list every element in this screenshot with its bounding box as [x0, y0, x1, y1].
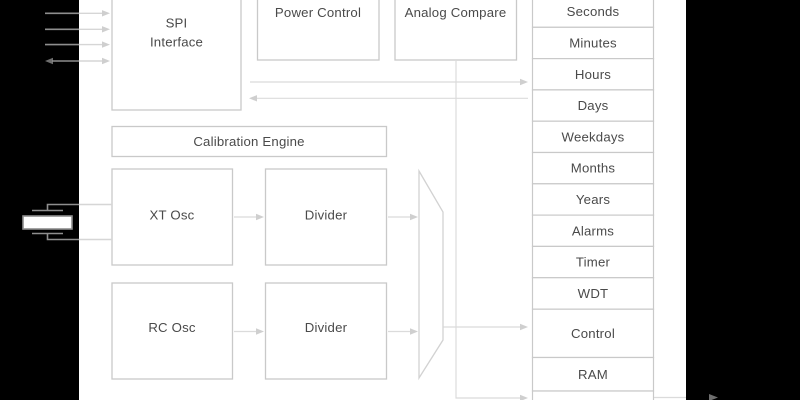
- spi-pin-arrows: [45, 10, 110, 65]
- register-label: RAM: [578, 367, 608, 382]
- clipped-output-arrow: [654, 394, 718, 400]
- connectors: [234, 60, 718, 400]
- analog-compare-label: Analog Compare: [405, 5, 507, 20]
- divider-top-label: Divider: [305, 208, 348, 223]
- calibration-engine-block: Calibration Engine: [111, 125, 388, 158]
- spi-interface-block: SPI Interface: [111, 0, 242, 111]
- bus-arrow-to-registers: [250, 78, 528, 86]
- calibration-engine-label: Calibration Engine: [193, 134, 304, 149]
- register-row-years: Years: [531, 183, 655, 216]
- register-label: Years: [576, 192, 610, 207]
- crystal-lead-bottom: [46, 233, 79, 241]
- register-label: Minutes: [569, 36, 617, 51]
- bus-arrow-to-spi: [249, 95, 528, 102]
- crystal-body: [22, 215, 73, 230]
- xt-osc-block: XT Osc: [111, 168, 234, 266]
- register-label: Alarms: [572, 223, 614, 238]
- spi-pin-arrow-1: [45, 10, 110, 17]
- power-control-label: Power Control: [275, 5, 361, 20]
- register-label: WDT: [578, 286, 609, 301]
- spi-pin-arrow-2: [45, 26, 110, 33]
- analog-compare-line: [455, 60, 528, 400]
- register-label: Days: [578, 98, 609, 113]
- xt-osc-to-divider-arrow: [234, 213, 264, 221]
- register-label: Hours: [575, 67, 611, 82]
- register-row-seconds: Seconds: [531, 0, 655, 28]
- spi-interface-box: [111, 0, 242, 111]
- register-row-control: Control: [531, 308, 655, 359]
- register-row-hours: Hours: [531, 57, 655, 91]
- divider-bottom-to-mux-arrow: [388, 328, 418, 335]
- register-stack: Seconds Minutes Hours Days Weekdays Mont…: [531, 0, 655, 400]
- analog-compare-block: Analog Compare: [394, 0, 518, 61]
- divider-top-to-mux-arrow: [388, 213, 418, 221]
- register-row-clipped: [531, 390, 655, 400]
- register-row-months: Months: [531, 151, 655, 185]
- spi-pin-arrow-4: [45, 57, 110, 65]
- calibration-engine-box: [111, 125, 388, 158]
- register-label: Weekdays: [562, 129, 625, 144]
- crystal-lead-top: [46, 203, 79, 211]
- divider-bottom-block: Divider: [264, 282, 388, 380]
- power-control-box: [256, 0, 380, 61]
- register-row-days: Days: [531, 89, 655, 122]
- divider-top-block: Divider: [264, 168, 388, 266]
- register-label: Seconds: [567, 4, 620, 19]
- register-label: Months: [571, 161, 616, 176]
- register-label: Control: [571, 326, 615, 341]
- divider-bottom-label: Divider: [305, 320, 348, 335]
- spi-interface-label-line1: SPI: [166, 16, 188, 31]
- power-control-block: Power Control: [256, 0, 380, 61]
- divider-bottom-box: [264, 282, 388, 380]
- analog-compare-box: [394, 0, 518, 61]
- register-row-timer: Timer: [531, 245, 655, 279]
- divider-top-box: [264, 168, 388, 266]
- spi-interface-label-line2: Interface: [150, 35, 203, 50]
- rc-osc-to-divider-arrow: [234, 328, 264, 335]
- register-row-weekdays: Weekdays: [531, 120, 655, 154]
- quartz-crystal-symbol: [22, 203, 112, 241]
- rc-osc-block: RC Osc: [111, 282, 234, 380]
- register-label: Timer: [576, 255, 611, 270]
- spi-pin-arrow-3: [45, 41, 110, 48]
- register-row-ram: RAM: [531, 356, 655, 392]
- register-row-wdt: WDT: [531, 277, 655, 310]
- register-row-alarms: Alarms: [531, 214, 655, 248]
- register-row-minutes: Minutes: [531, 26, 655, 60]
- xt-osc-box: [111, 168, 234, 266]
- rc-osc-label: RC Osc: [148, 320, 196, 335]
- clock-mux-shape: [418, 168, 444, 381]
- rc-osc-box: [111, 282, 234, 380]
- xt-osc-label: XT Osc: [150, 208, 195, 223]
